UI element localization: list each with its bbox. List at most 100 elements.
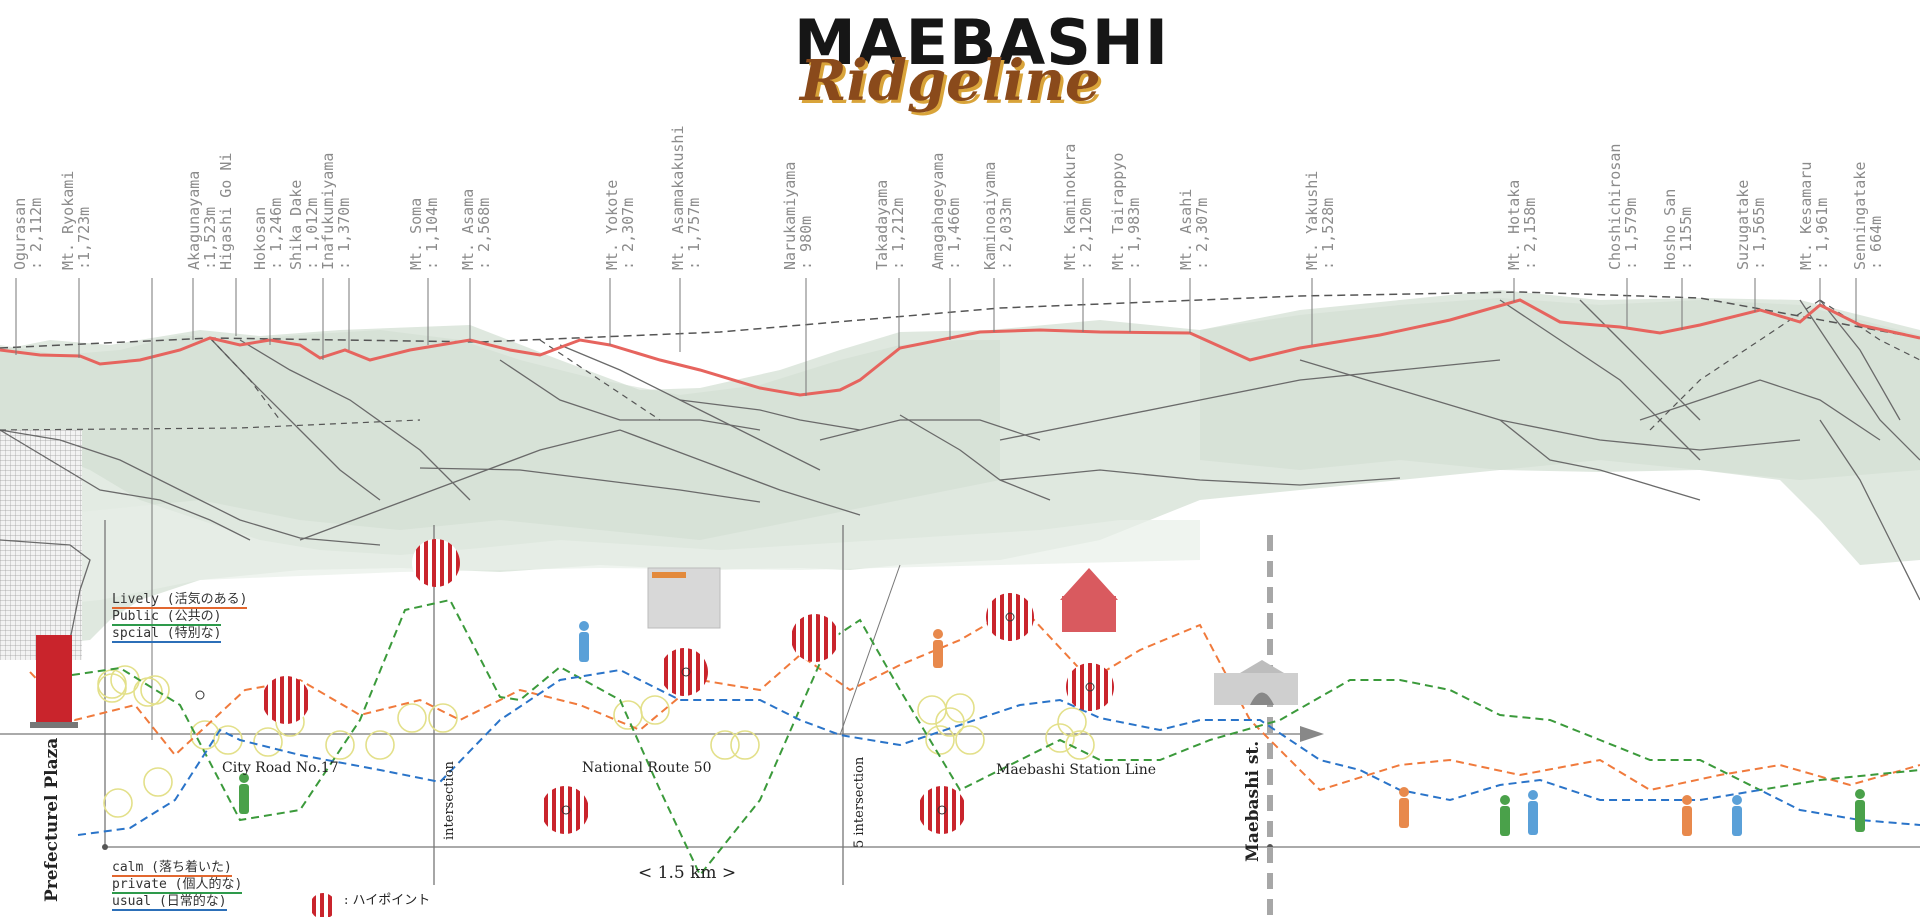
- peak-elevation: : 2,120m: [1077, 197, 1095, 270]
- peak-label: Mt. Yokote: 2,307m: [603, 180, 637, 270]
- legend-private: private (個人的な): [112, 877, 243, 894]
- peak-name: Mt. Yakushi: [1303, 170, 1321, 270]
- title-main: MAEBASHI: [794, 6, 1169, 79]
- peak-label: Mt. Asamakakushi: 1,757m: [669, 125, 703, 271]
- legend-usual: usual (日常的な): [112, 894, 227, 911]
- peak-name: Takadayama: [873, 179, 891, 270]
- building-gray-panel: [647, 567, 721, 629]
- peak-elevation: :1,523m: [201, 206, 219, 270]
- peak-name: Higashi Go Ni: [217, 152, 235, 270]
- highpoint-marker: [1066, 663, 1114, 711]
- peak-label: Mt. Kesamaru: 1,961m: [1797, 161, 1831, 270]
- building-red-house: [1060, 568, 1118, 632]
- peak-leaders: [15, 278, 1857, 740]
- peak-label: Choshichirosan: 1,579m: [1606, 144, 1640, 270]
- stop-dots: [195, 612, 1095, 815]
- peak-elevation: : 664m: [1867, 215, 1885, 270]
- peak-elevation: :1,723m: [75, 206, 93, 270]
- peak-label: Senningatake: 664m: [1851, 161, 1885, 270]
- public-line: [71, 598, 1920, 877]
- legend-special: spcial (特別な): [112, 626, 222, 643]
- highpoint-marker: [986, 593, 1034, 641]
- start-place-label: Prefecturel Plaza: [42, 737, 62, 902]
- peak-label: Mt. Asama: 2,568m: [459, 188, 493, 270]
- peak-name: Amagahageyama: [929, 152, 947, 270]
- peak-name: Mt. Asamakakushi: [669, 125, 687, 271]
- highpoint-marker: [660, 648, 708, 696]
- peak-label: Shika Dake: 1,012m: [287, 179, 321, 270]
- peak-label: Ogurasan: 2,112m: [11, 197, 45, 270]
- peak-name: Mt. Hotaka: [1505, 179, 1523, 270]
- person-icon: [1500, 795, 1510, 836]
- peak-name: Akagunayama: [185, 170, 203, 270]
- far-ridge-dashed: [0, 291, 1920, 349]
- end-place-label: Maebashi st.: [1243, 740, 1263, 862]
- legend-lively: Lively (活気のある): [112, 592, 248, 609]
- people-silhouettes: [239, 621, 1865, 836]
- peak-elevation: : 1,757m: [685, 197, 703, 270]
- highpoint-legend-label: : ハイポイント: [344, 893, 431, 908]
- peak-name: Suzugatake: [1734, 179, 1752, 270]
- building-station: [1214, 660, 1298, 705]
- peak-elevation: : 980m: [797, 215, 815, 270]
- highpoint-markers: [262, 539, 1114, 917]
- person-icon: [1399, 787, 1409, 828]
- peak-name: Mt. Soma: [407, 197, 425, 270]
- peak-name: Senningatake: [1851, 161, 1869, 270]
- peak-label: Mt. Yakushi: 1,528m: [1303, 170, 1337, 270]
- road-label-national: National Route 50: [582, 760, 712, 776]
- peak-label: Mt. Tairappyo: 1,983m: [1109, 152, 1143, 270]
- peak-elevation: : 1155m: [1677, 206, 1695, 270]
- peak-elevation: : 2,307m: [619, 197, 637, 270]
- peak-label: Inafukumiyama: 1,370m: [319, 152, 353, 270]
- lively-line: [29, 603, 1920, 792]
- title-sub: Ridgeline: [800, 48, 1101, 114]
- peak-label: Akagunayama:1,523m: [185, 170, 219, 270]
- person-icon: [239, 773, 249, 814]
- intersection-5-label: 5 intersection: [852, 756, 867, 848]
- peak-name: Mt. Asahi: [1177, 188, 1195, 270]
- road-label-city: City Road No.17: [222, 760, 339, 776]
- peak-label: Higashi Go Ni: [217, 152, 235, 270]
- peak-elevation: : 2,033m: [997, 197, 1015, 270]
- legend-public: Public (公共の): [112, 609, 222, 626]
- intersection-label: intersection: [442, 761, 457, 840]
- peak-elevation: : 2,568m: [475, 197, 493, 270]
- peak-name: Mt. Tairappyo: [1109, 152, 1127, 270]
- distance-label: < 1.5 km >: [638, 863, 737, 883]
- person-icon: [1528, 790, 1538, 835]
- building-red-tower: [30, 635, 78, 728]
- ridge-line: [0, 298, 1920, 397]
- person-icon: [933, 629, 943, 668]
- peak-label: Hokosan: 1,246m: [251, 197, 285, 270]
- peak-name: Mt. Kesamaru: [1797, 161, 1815, 270]
- axis-origin: [102, 844, 108, 850]
- peak-elevation: : 1,565m: [1750, 197, 1768, 270]
- peak-label: Mt. Hotaka: 2,158m: [1505, 179, 1539, 270]
- peak-elevation: : 1,104m: [423, 197, 441, 270]
- person-icon: [1682, 795, 1692, 836]
- peak-elevation: : 1,528m: [1319, 197, 1337, 270]
- peak-label: Mt. Soma: 1,104m: [407, 197, 441, 270]
- peak-elevation: : 2,158m: [1521, 197, 1539, 270]
- peak-elevation: : 1,246m: [267, 197, 285, 270]
- highpoint-marker: [541, 786, 589, 834]
- peak-name: Shika Dake: [287, 179, 305, 270]
- peak-elevation: : 1,012m: [303, 197, 321, 270]
- person-icon: [579, 621, 589, 662]
- peak-elevation: : 1,579m: [1622, 197, 1640, 270]
- road-label-station-line: Maebashi Station Line: [996, 762, 1157, 778]
- peak-label: Takadayama: 1,212m: [873, 179, 907, 270]
- peak-elevation: : 1,961m: [1813, 197, 1831, 270]
- axis-arrow: [1300, 726, 1324, 742]
- highpoint-marker: [918, 786, 966, 834]
- highpoint-marker: [412, 539, 460, 587]
- person-icon: [1732, 795, 1742, 836]
- peak-name: Hosho San: [1661, 188, 1679, 270]
- legend-calm: calm (落ち着いた): [112, 860, 232, 877]
- peak-name: Mt. Asama: [459, 188, 477, 270]
- peak-name: Inafukumiyama: [319, 152, 337, 270]
- peak-label: Mt. Ryokami:1,723m: [59, 171, 93, 270]
- peak-elevation: : 2,112m: [27, 197, 45, 270]
- peak-label: Narukamiyama: 980m: [781, 162, 815, 270]
